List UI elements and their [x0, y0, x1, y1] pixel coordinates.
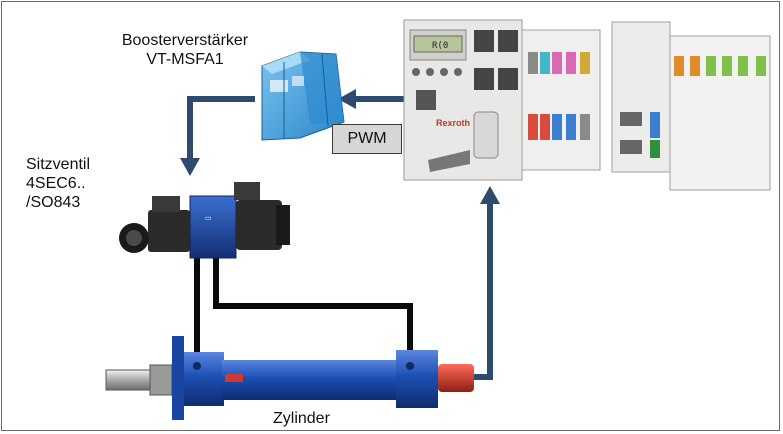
- valve-variant: /SO843: [26, 194, 81, 211]
- valve-name: Sitzventil: [26, 156, 91, 173]
- booster-amplifier: [261, 51, 345, 141]
- io-terminal-block-2: [611, 21, 771, 191]
- pwm-label: PWM: [332, 124, 402, 154]
- seat-valve: ▭: [119, 182, 290, 259]
- controller-module: R(0 Rexroth: [403, 19, 523, 181]
- booster-title: Boosterverstärker VT-MSFA1: [100, 31, 270, 69]
- feedback-arrow: [474, 186, 500, 380]
- controller-display: R(0: [432, 41, 448, 51]
- controller-brand: Rexroth: [436, 118, 470, 128]
- booster-to-valve-arrow: [180, 96, 255, 176]
- svg-text:▭: ▭: [205, 215, 212, 222]
- valve-model: 4SEC6..: [26, 175, 86, 192]
- booster-name: Boosterverstärker: [121, 32, 249, 49]
- cylinder-label: Zylinder: [273, 410, 330, 427]
- pwm-signal-arrow: [338, 89, 404, 109]
- io-terminal-block-1: [521, 29, 601, 171]
- booster-model: VT-MSFA1: [146, 51, 224, 68]
- cylinder: [105, 336, 474, 420]
- valve-title: Sitzventil 4SEC6.. /SO843: [26, 155, 90, 212]
- hydraulic-lines: [194, 258, 413, 356]
